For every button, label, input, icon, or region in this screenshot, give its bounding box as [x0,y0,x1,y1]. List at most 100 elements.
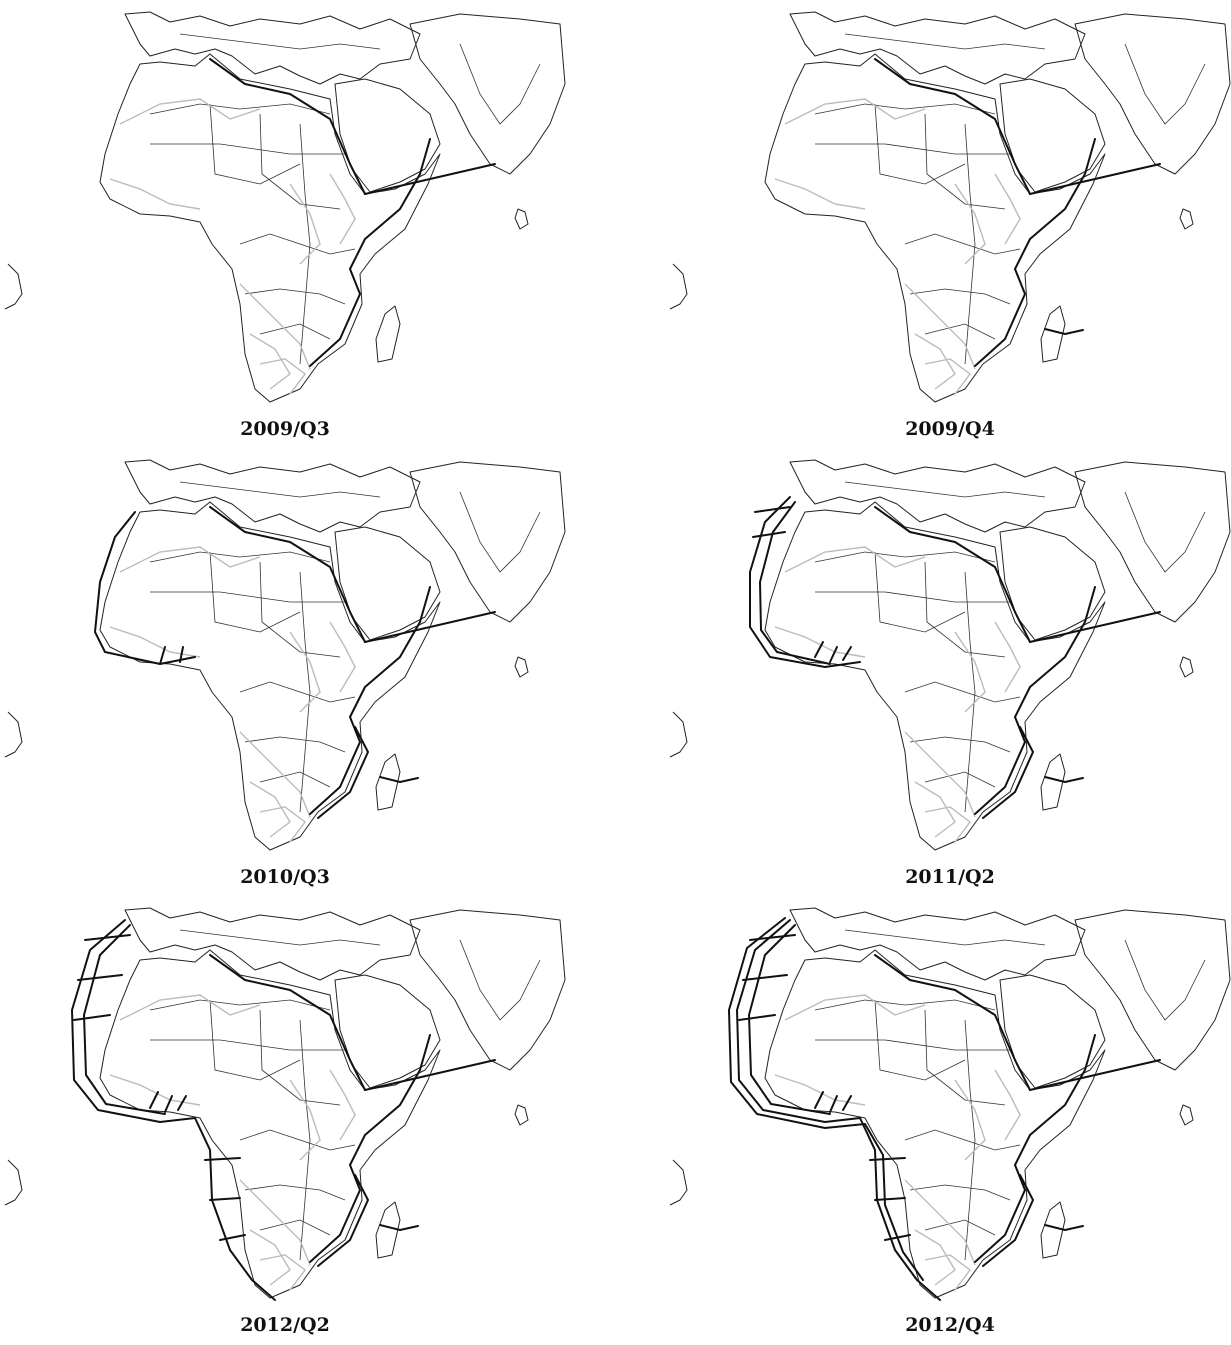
submarine-cable-8 [83,924,166,1115]
submarine-cable-5 [1044,328,1084,335]
map-panel-2012-q4: 2012/Q4 [665,900,1231,1345]
asia-coastline [409,461,566,623]
africa-coastline [764,501,1106,851]
panel-caption: 2011/Q2 [905,866,995,888]
internal-net-south-2 [914,781,956,838]
border-10 [459,939,541,1021]
border-2 [150,1039,345,1051]
internal-net-south-3 [259,806,306,843]
border-6 [909,1184,1011,1201]
border-6 [909,288,1011,305]
submarine-cable-9 [728,917,924,1281]
internal-net-north [784,546,926,573]
internal-net-central [289,631,321,713]
map-panel-2009-q4: 2009/Q4 [665,4,1231,449]
submarine-cable-7 [71,919,276,1301]
africa-coastline [99,53,441,403]
border-7 [259,323,331,340]
internal-net-west [774,1074,866,1106]
submarine-cable-3 [349,1034,431,1166]
submarine-cable-1 [209,58,366,195]
border-5 [904,681,1021,703]
border-9 [179,929,381,946]
europe-coastline [789,459,1086,533]
border-10 [1124,491,1206,573]
internal-net-north [119,98,261,125]
submarine-cable-6 [1044,1224,1084,1231]
border-3 [874,551,966,633]
border-10 [459,43,541,125]
internal-net-central [289,183,321,265]
internal-net-east [994,173,1021,245]
submarine-cable-9 [752,506,791,538]
internal-net-south-3 [924,806,971,843]
border-10 [1124,939,1206,1021]
panel-caption: 2010/Q3 [240,866,330,888]
submarine-cable-4 [974,1164,1026,1263]
madagascar [1040,305,1066,363]
submarine-cable-2 [364,163,496,195]
submarine-cable-2 [364,611,496,643]
south-america-edge [669,263,688,310]
border-9 [179,481,381,498]
submarine-cable-1 [874,506,1031,643]
madagascar [375,1201,401,1259]
border-1 [149,999,331,1011]
madagascar [375,753,401,811]
border-5 [239,233,356,255]
europe-coastline [789,907,1086,981]
sri-lanka [1179,656,1194,678]
submarine-cable-10 [814,641,852,663]
africa-coastline [764,53,1106,403]
border-2 [150,143,345,155]
border-6 [244,736,346,753]
south-america-edge [4,1159,23,1206]
internal-net-north [784,98,926,125]
submarine-cable-8 [748,924,831,1115]
madagascar [1040,753,1066,811]
internal-net-south-1 [239,1179,311,1266]
submarine-cable-3 [1014,138,1096,270]
madagascar [375,305,401,363]
border-6 [244,288,346,305]
submarine-cable-7 [749,496,861,668]
border-4 [924,113,1006,210]
madagascar [1040,1201,1066,1259]
border-7 [924,771,996,788]
submarine-cable-10 [738,934,796,1021]
map-panel-2009-q3: 2009/Q3 [0,4,570,449]
internal-net-north [119,546,261,573]
internal-net-east [994,1069,1021,1141]
submarine-cable-3 [349,586,431,718]
europe-coastline [124,11,421,85]
submarine-cable-1 [874,954,1031,1091]
internal-net-south-2 [914,1229,956,1286]
south-america-edge [669,1159,688,1206]
asia-coastline [409,909,566,1071]
europe-coastline [124,907,421,981]
map-svg-4 [669,459,1231,851]
internal-net-south-1 [904,1179,976,1266]
submarine-cable-5 [982,726,1034,819]
south-america-edge [4,711,23,758]
border-4 [924,561,1006,658]
border-3 [874,103,966,185]
map-svg-1 [4,11,566,403]
border-5 [904,233,1021,255]
sri-lanka [514,1104,529,1126]
internal-net-south-1 [904,731,976,818]
border-4 [259,113,341,210]
asia-coastline [1074,13,1231,175]
border-6 [909,736,1011,753]
panel-caption: 2009/Q3 [240,418,330,440]
submarine-cable-5 [982,1174,1034,1267]
submarine-cable-8 [159,646,184,665]
map-svg-3 [4,459,566,851]
europe-coastline [124,459,421,533]
border-7 [259,1219,331,1236]
submarine-cable-12 [814,1091,852,1113]
submarine-cable-11 [149,1091,187,1113]
border-6 [244,1184,346,1201]
internal-net-west [109,626,201,658]
border-1 [814,999,996,1011]
